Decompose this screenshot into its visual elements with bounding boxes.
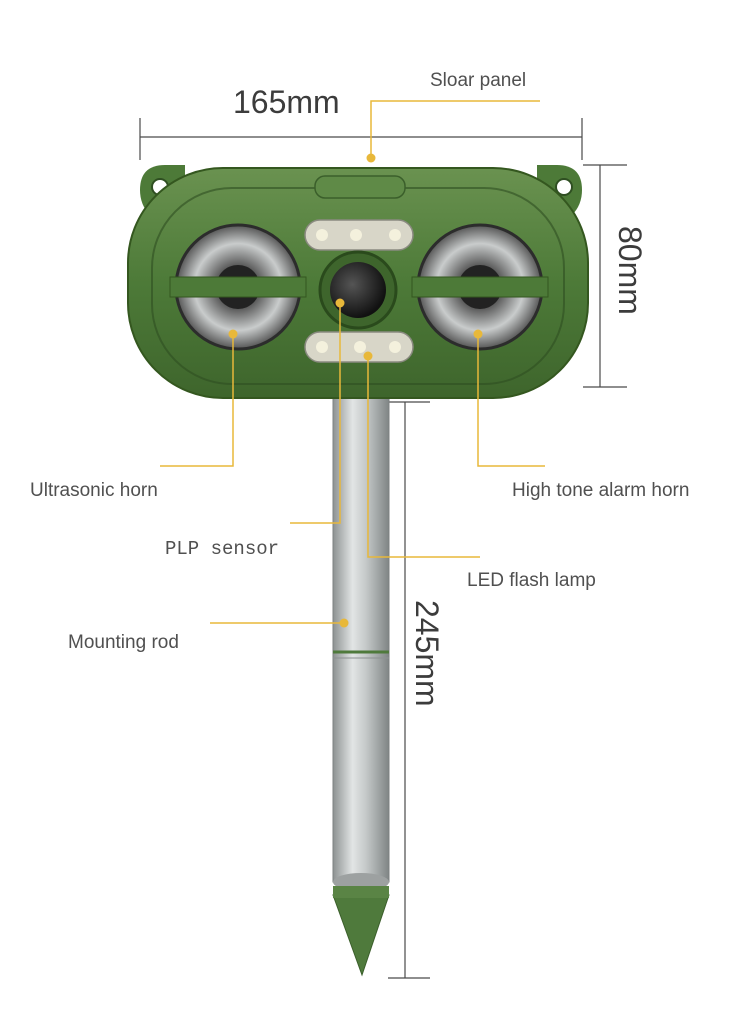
leader-lines [160,100,545,624]
height-dimension [583,164,627,388]
rod-length-dimension [388,401,430,979]
high-tone-alarm-horn-speaker [411,223,549,351]
plp-sensor-lens [318,250,398,330]
ultrasonic-horn-speaker [169,223,307,351]
plp-sensor-label: PLP sensor [165,538,280,560]
ultrasonic-horn-label: Ultrasonic horn [30,480,158,501]
mounting-rod [332,391,390,977]
rod-length-dimension-label: 245mm [409,600,445,707]
led-flash-lamp-bars [304,219,414,363]
repeller-device [127,165,589,399]
led-flash-lamp-label: LED flash lamp [467,570,596,591]
width-dimension-label: 165mm [233,84,340,120]
high-tone-alarm-horn-label: High tone alarm horn [512,480,690,501]
leader-dots [228,153,483,628]
mounting-rod-label: Mounting rod [68,632,179,653]
width-dimension [139,118,583,160]
height-dimension-label: 80mm [612,226,648,315]
solar-panel-label: Sloar panel [430,70,527,91]
